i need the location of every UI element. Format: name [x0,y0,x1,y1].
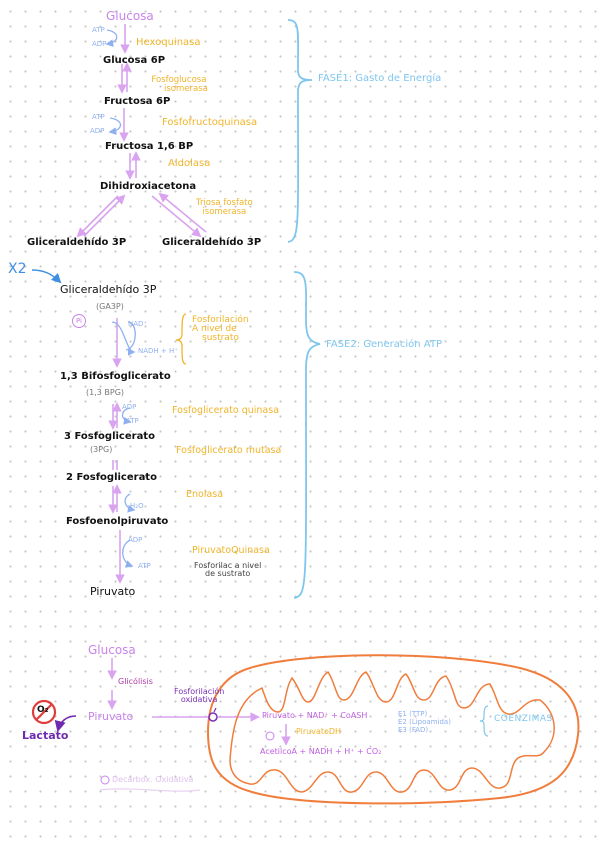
gliceraldehido-label: Gliceraldehído 3P [60,283,157,296]
phase2-cofactor-curls [111,321,136,568]
fosfofructoquinasa-label: Fosfofructoquinasa [162,117,258,128]
fosfoglucosa-label: Fosfoglucosa isomerasa [151,75,208,94]
phase1-bracket [287,19,313,243]
ga3p-label: (GA3P) [96,302,124,311]
enolasa-label: Enolasa [186,489,224,500]
reaction-label: Piruvato + NAD⁺ + CoASH [262,711,368,720]
decarbox-underline [99,788,201,792]
phase1-cofactor-curls [105,29,122,135]
pg3-label: (3PG) [90,445,113,454]
mitochondria-outer [206,654,580,805]
glucosa-label: Glucosa [106,9,154,23]
phase2-title: FASE2: Generación ATP [326,339,442,350]
hexoquinasa-label: Hexoquinasa [136,37,201,48]
glicolisis-label: Glicólisis [118,677,153,686]
lactato-label: Lactato [22,729,69,742]
fosforilacion-brace [175,313,187,365]
phase1-title: FASE1: Gasto de Energía [318,73,442,84]
lactato-arrow [54,715,77,733]
atp2-label-2: ATP [138,562,151,570]
mitochondria-cristae [229,670,555,793]
bpg-label: (1,3 BPG) [86,388,125,397]
nad-label: NAD⁺ [128,320,148,328]
adp2-label-2: ADP [128,536,143,544]
fructosa16bp-label: Fructosa 1,6 BP [105,141,194,152]
no-o2-symbol [31,699,57,725]
atp-label: ATP [92,26,105,34]
mitochondria [206,654,580,805]
o2-label: O₂ [37,705,49,715]
x2-arrow [31,269,62,284]
coenzimas-label: COENZIMAS [494,714,553,724]
decarbox-label: Decarbox. Oxidativa [112,775,194,784]
fosforilacion-oxidativa-label: Fosforilación oxidativa [174,687,225,704]
fosfogliceratoquinasa-label: Fosfoglicerato quinasa [172,405,280,416]
atp2-label: ATP [92,113,105,121]
adp-label: ADP [92,40,107,48]
bottom-piruvato-label: Piruvato [88,710,134,723]
h2o-label: H₂O [130,502,144,510]
adp2-label: ADP [90,127,105,135]
dihidroxiacetona-label: Dihidroxiacetona [100,181,197,192]
adp-label-2: ADP [122,403,137,411]
membrane-circle [208,712,218,722]
triosa-label: Triosa fosfato isomerasa [196,198,253,217]
fosforilac-label: Fosforilac a nivel de sustrato [194,561,262,578]
fosfoglicerato3-label: 3 Fosfoglicerato [64,431,155,442]
atp-label-2: ATP [126,417,139,425]
fructosa6p-label: Fructosa 6P [104,96,171,107]
gliceraldehido-right-label: Gliceraldehído 3P [162,237,262,248]
bottom-glucosa-label: Glucosa [88,643,136,657]
phase2-arrows [108,318,125,584]
gliceraldehido-left-label: Gliceraldehído 3P [27,237,127,248]
fosfogliceratomutasa-label: Fosfoglicerato mutasa [176,445,282,456]
product-label: AcetilcoA + NADH + H⁺ + CO₂ [260,747,382,756]
pi-label: Pi [72,314,86,328]
piruvatoquinasa-label: PiruvatoQuinasa [192,545,270,556]
piruvatodh-label: PiruvatoDH [296,727,342,736]
bifosfoglicerato-label: 1,3 Bifosfoglicerato [60,371,171,382]
fosfoglicerato2-label: 2 Fosfoglicerato [66,472,157,483]
piruvato-label: Piruvato [90,585,136,598]
glucosa6p-label: Glucosa 6P [103,55,166,66]
fosforilacion-label: Fosforilación A nivel de sustrato [192,315,249,343]
e-enzymes-label: E1 (TTP) E2 (Lipoamida) E3 (FAD) [398,710,451,735]
x2-label: X2 [8,261,27,277]
phase1-arrows [76,24,207,238]
fosfoenolpiruvato-label: Fosfoenolpiruvato [66,516,169,527]
nadh-label: NADH + H⁺ [138,347,178,355]
phase2-bracket [293,271,321,599]
coenzimas-brace [479,705,489,737]
aldolasa-label: Aldolasa [168,158,211,169]
